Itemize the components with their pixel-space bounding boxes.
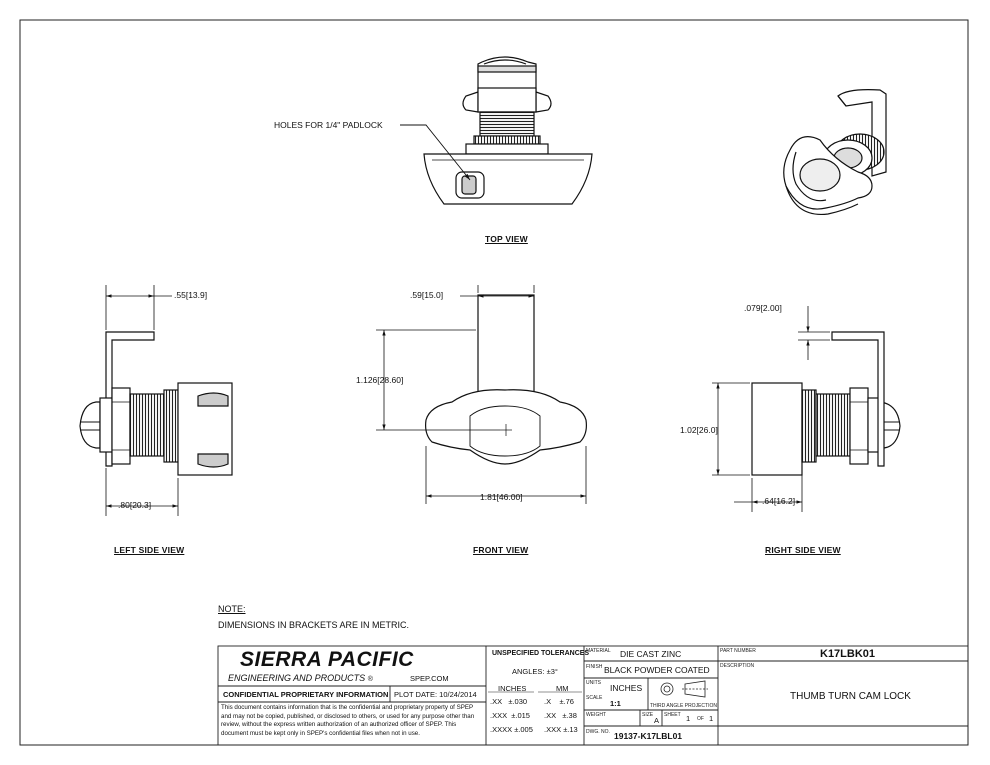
dim-right-bottom: .64[16.2] (762, 496, 796, 506)
dim-right-height: 1.02[26.0] (680, 425, 718, 435)
front-view-title: FRONT VIEW (473, 545, 529, 555)
plot-date: PLOT DATE: 10/24/2014 (394, 690, 477, 699)
material-value: DIE CAST ZINC (620, 649, 682, 659)
company-website: SPEP.COM (410, 674, 449, 683)
tolerances-angles: ANGLES: ±3° (512, 667, 558, 676)
company-logo-text: SIERRA PACIFIC (240, 648, 414, 671)
units-label: UNITS (586, 680, 601, 686)
finish-label: FINISH (586, 664, 603, 670)
dim-front-top: .59[15.0] (410, 290, 444, 300)
padlock-callout: HOLES FOR 1/4" PADLOCK (274, 120, 383, 130)
padlock-leader (400, 124, 471, 181)
scale-value: 1:1 (610, 699, 621, 708)
third-angle-projection-icon (660, 680, 708, 698)
confidential-text: This document contains information that … (221, 704, 475, 737)
left-side-view-drawing (79, 331, 233, 476)
isometric-view-drawing (783, 89, 887, 216)
dim-front-height: 1.126[28.60] (356, 375, 404, 385)
tol-row: .XXX ±.015 (490, 711, 530, 720)
part-number-label: PART NUMBER (720, 648, 756, 654)
right-side-view-drawing (751, 331, 901, 476)
sheet-total: 1 (709, 714, 714, 723)
right-dims (712, 306, 830, 512)
tol-mm-head: MM (556, 684, 569, 693)
dwg-label: DWG. NO. (586, 729, 610, 735)
finish-value: BLACK POWDER COATED (604, 665, 710, 675)
note-text: DIMENSIONS IN BRACKETS ARE IN METRIC. (218, 620, 410, 630)
tol-row: .XXXX ±.005 (490, 725, 533, 734)
front-view-drawing (425, 294, 587, 465)
weight-label: WEIGHT (586, 712, 606, 718)
right-side-view-title: RIGHT SIDE VIEW (765, 545, 841, 555)
top-view-title: TOP VIEW (485, 234, 528, 244)
tol-inches-head: INCHES (498, 684, 527, 693)
tol-row-mm: .X ±.76 (544, 697, 574, 706)
left-side-view-title: LEFT SIDE VIEW (114, 545, 185, 555)
top-view-drawing (423, 56, 593, 205)
title-block-grid (217, 645, 969, 746)
sheet-number: 1 (686, 714, 691, 723)
dim-left-top: .55[13.9] (174, 290, 208, 300)
confidential-heading: CONFIDENTIAL PROPRIETARY INFORMATION (223, 690, 389, 699)
sheet-of-label: OF (697, 716, 704, 722)
note-heading: NOTE: (218, 604, 246, 614)
company-subtitle: ENGINEERING AND PRODUCTS ® (228, 673, 373, 683)
left-dims (105, 285, 179, 516)
part-number: K17LBK01 (820, 648, 876, 660)
material-label: MATERIAL (586, 648, 611, 654)
projection-label: THIRD ANGLE PROJECTION (650, 703, 717, 709)
description-label: DESCRIPTION (720, 663, 755, 669)
dwg-number: 19137-K17LBL01 (614, 731, 683, 741)
dim-left-bottom: .80[20.3] (118, 500, 152, 510)
scale-label: SCALE (586, 695, 603, 701)
tolerances-heading: UNSPECIFIED TOLERANCES (492, 650, 590, 657)
units-value: INCHES (610, 683, 643, 693)
dim-right-thickness: .079[2.00] (744, 303, 782, 313)
tol-row-mm: .XX ±.38 (544, 711, 577, 720)
tol-row: .XX ±.030 (490, 697, 528, 706)
tol-row-mm: .XXX ±.13 (544, 725, 578, 734)
size-value: A (654, 716, 660, 725)
size-label: SIZE (642, 712, 654, 718)
dim-front-width: 1.81[46.00] (480, 492, 523, 502)
front-dims (376, 285, 587, 504)
description: THUMB TURN CAM LOCK (790, 691, 911, 702)
sheet-label: SHEET (664, 712, 681, 718)
